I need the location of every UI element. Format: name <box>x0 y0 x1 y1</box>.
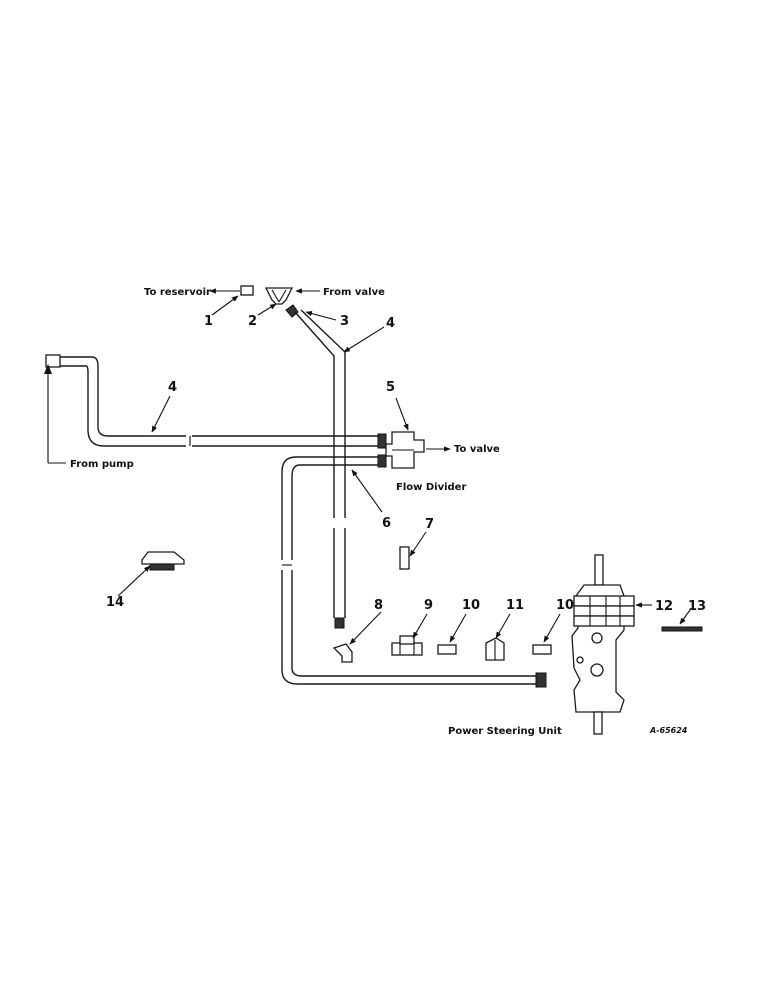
callout-3: 3 <box>340 314 349 329</box>
callout-1: 1 <box>204 314 213 329</box>
part-9-tee <box>391 635 423 656</box>
part-10-sleeve-b <box>532 644 552 655</box>
callout-7: 7 <box>425 517 434 532</box>
callout-11: 11 <box>506 598 524 613</box>
callout-6: 6 <box>382 516 391 531</box>
part-2-connector <box>264 287 294 305</box>
callout-13: 13 <box>688 599 706 614</box>
callout-12: 12 <box>655 599 673 614</box>
callout-14: 14 <box>106 595 124 610</box>
label-from-valve: From valve <box>323 287 385 298</box>
callout-8: 8 <box>374 598 383 613</box>
part-7-sleeve <box>399 546 410 570</box>
part-14-cap <box>141 551 185 571</box>
part-8-elbow <box>332 643 353 663</box>
label-flow-divider: Flow Divider <box>396 482 466 493</box>
callout-4-left: 4 <box>168 380 177 395</box>
power-steering-unit <box>571 554 635 735</box>
part-10-sleeve-a <box>437 644 457 655</box>
callout-10-b: 10 <box>556 598 574 613</box>
label-to-reservoir: To reservoir <box>144 287 211 298</box>
callout-10-a: 10 <box>462 598 480 613</box>
callout-9: 9 <box>424 598 433 613</box>
callout-4-top: 4 <box>386 316 395 331</box>
leader-lines <box>117 295 691 645</box>
pipe-4-vertical <box>294 309 346 629</box>
part-13-pin <box>661 626 703 632</box>
callout-5: 5 <box>386 380 395 395</box>
label-from-pump: From pump <box>70 459 134 470</box>
part-1-fitting <box>240 285 254 296</box>
label-to-valve: To valve <box>454 444 500 455</box>
pipe-4-from-pump <box>45 354 387 449</box>
flow-divider <box>385 431 425 469</box>
pipe-6 <box>281 454 547 688</box>
part-11-nut <box>485 637 505 661</box>
part-3-elbow <box>285 304 299 318</box>
drawing-code: A-65624 <box>649 726 688 735</box>
callout-2: 2 <box>248 314 257 329</box>
label-power-steering-unit: Power Steering Unit <box>448 726 562 737</box>
